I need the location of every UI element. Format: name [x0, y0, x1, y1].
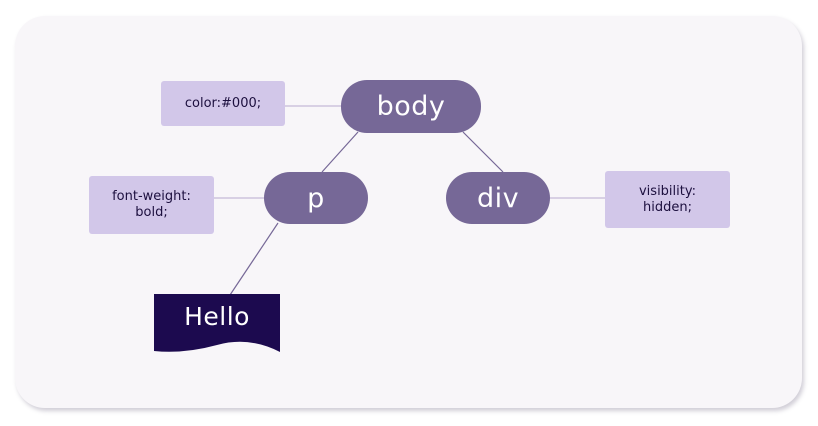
color-property-box: color:#000; [161, 81, 285, 126]
text-node-shape [154, 294, 280, 352]
visibility-property-box: visibility: hidden; [605, 171, 730, 228]
hello-text-node: Hello [154, 294, 280, 356]
body-node: body [341, 80, 481, 133]
hello-text-label: Hello [184, 302, 250, 331]
font-weight-property-box: font-weight: bold; [89, 176, 214, 234]
edge-p-hello [229, 222, 279, 296]
div-node: div [446, 172, 550, 224]
edge-body-div [462, 131, 504, 173]
edge-body-p [321, 131, 359, 173]
p-node: p [264, 172, 368, 224]
